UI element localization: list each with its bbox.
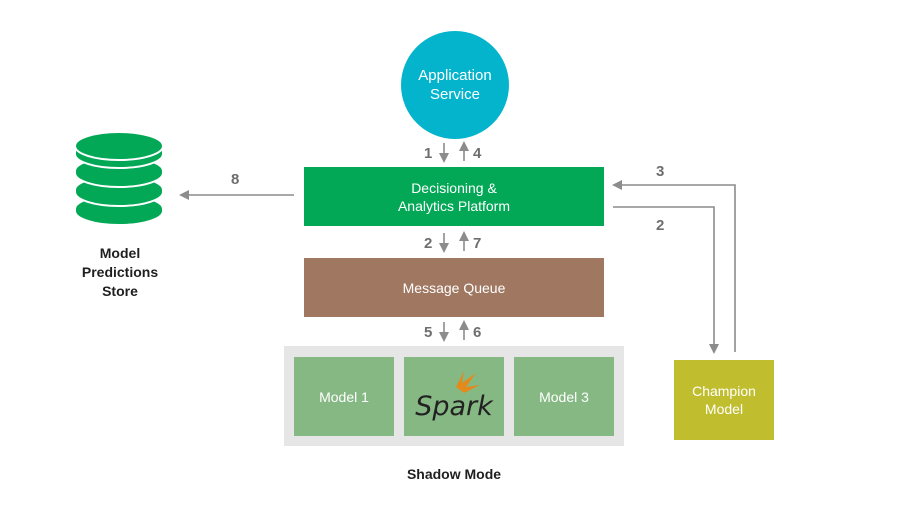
message-queue-node: Message Queue [304,258,604,317]
step-1-label: 1 [424,145,432,162]
step-4-label: 4 [473,145,482,162]
spark-logo-text: Spark [415,391,494,422]
step-2b-label: 2 [656,217,664,234]
arrow-from-champion [612,180,736,352]
step-8-label: 8 [231,171,239,188]
shadow-mode-label: Shadow Mode [406,466,502,482]
application-service-node: Application Service [401,31,509,139]
model-predictions-store-label: Model Predictions Store [81,245,159,299]
decisioning-platform-node: Decisioning & Analytics Platform [304,167,604,226]
step-3-label: 3 [656,163,664,180]
step-2-label: 2 [424,235,432,252]
step-6-label: 6 [473,324,481,341]
spark-node: Spark [404,357,504,436]
step-7-label: 7 [473,235,481,252]
model-1-node: Model 1 [294,357,394,436]
spark-logo-icon: Spark [415,371,494,422]
step-5-label: 5 [424,324,432,341]
arrow-to-champion [613,206,719,354]
champion-model-node: Champion Model [674,360,774,440]
model-3-node: Model 3 [514,357,614,436]
